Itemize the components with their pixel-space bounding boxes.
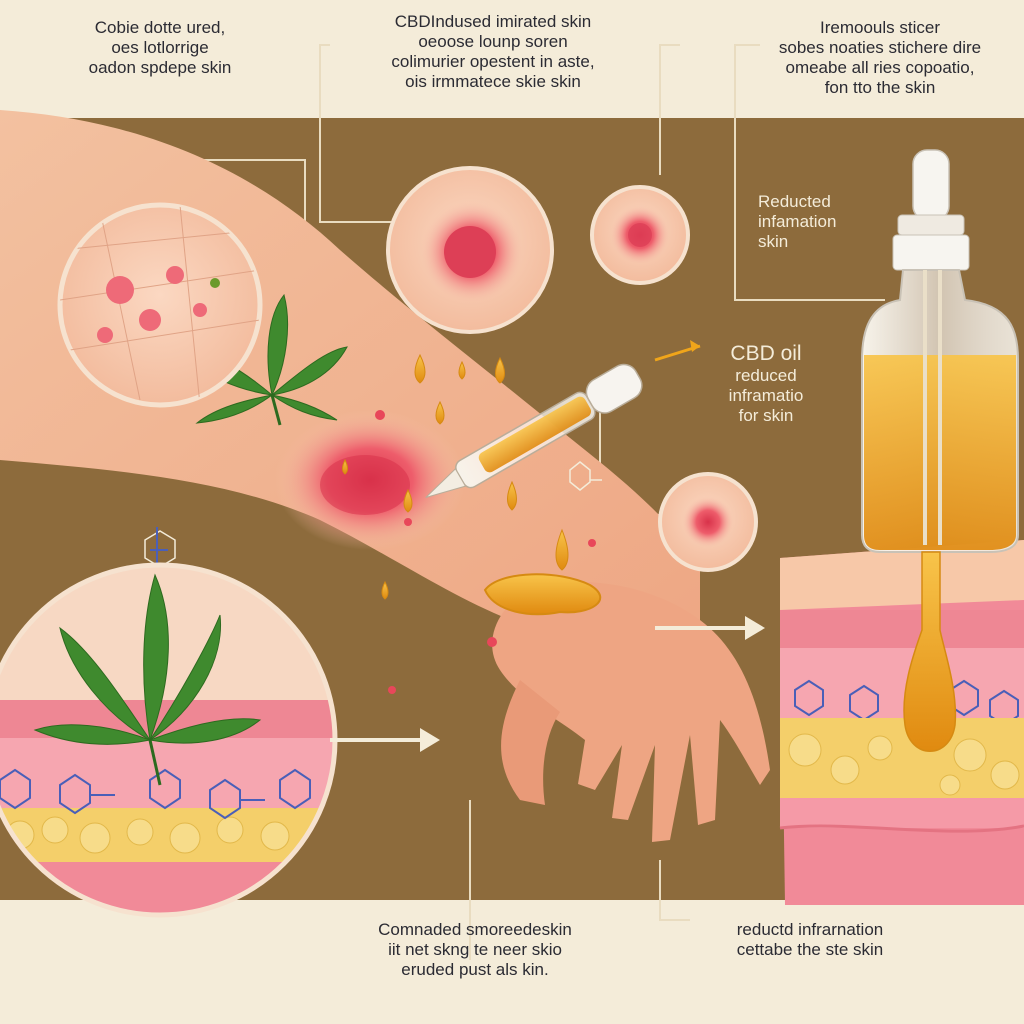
- caption-right-mid: Reducted infamation skin: [758, 192, 878, 252]
- oil-stream: [903, 551, 957, 752]
- arrow-right-icon: [690, 340, 700, 352]
- oil-bottle-icon: [861, 149, 1019, 553]
- caption-line: reduced: [735, 366, 797, 385]
- arrow-right-icon: [330, 616, 765, 752]
- caption-line: inframatio: [728, 386, 804, 405]
- caption-line: iit net skng te neer skio: [388, 940, 562, 959]
- caption-line: CBD oil: [730, 342, 802, 365]
- caption-line: for skin: [738, 406, 794, 425]
- caption-line: oadon spdepe skin: [88, 58, 232, 77]
- caption-line: skin: [758, 232, 789, 251]
- inset-circle-skin-layers: [0, 562, 338, 918]
- skin-tissue-block: [779, 540, 1024, 905]
- caption-line: oeoose lounp soren: [418, 32, 568, 51]
- caption-line: sobes noaties stichere dire: [778, 38, 982, 57]
- caption-bottom-center: Comnaded smoreedeskin iit net skng te ne…: [330, 920, 620, 980]
- caption-bottom-right: reductd infrarnation cettabe the ste ski…: [690, 920, 930, 960]
- caption-line: Iremoouls sticer: [820, 18, 940, 37]
- inset-circle-healing: [658, 472, 758, 572]
- caption-line: fon tto the skin: [824, 78, 936, 97]
- caption-line: infamation: [758, 212, 837, 231]
- caption-line: cettabe the ste skin: [736, 940, 884, 959]
- caption-line: oes lotlorrige: [111, 38, 209, 57]
- caption-line: eruded pust als kin.: [401, 960, 549, 979]
- caption-line: ois irmmatece skie skin: [405, 72, 581, 91]
- caption-top-left: Cobie dotte ured, oes lotlorrige oadon s…: [40, 18, 280, 78]
- caption-line: reductd infrarnation: [736, 920, 884, 939]
- inset-circle-inflamed: [386, 166, 554, 334]
- caption-line: Reducted: [758, 192, 831, 211]
- caption-line: Cobie dotte ured,: [94, 18, 226, 37]
- caption-top-right: Iremoouls sticer sobes noaties stichere …: [740, 18, 1020, 98]
- hexagon-molecule-icon: [569, 461, 602, 491]
- inset-circle-reduced: [590, 185, 690, 285]
- inset-circle-skin-rash: [57, 202, 263, 408]
- caption-line: Comnaded smoreedeskin: [378, 920, 572, 939]
- caption-top-center: CBDIndused imirated skin oeoose lounp so…: [328, 12, 658, 92]
- caption-line: CBDIndused imirated skin: [394, 12, 592, 31]
- red-dots: [375, 410, 596, 694]
- cannabis-leaf-icon: [33, 573, 262, 786]
- oil-droplets: [342, 353, 569, 600]
- caption-line: omeabe all ries copoatio,: [785, 58, 975, 77]
- caption-line: colimurier opestent in aste,: [391, 52, 595, 71]
- dropper-icon: [425, 363, 643, 498]
- caption-cbd-oil: CBD oil reduced inframatio for skin: [706, 342, 826, 426]
